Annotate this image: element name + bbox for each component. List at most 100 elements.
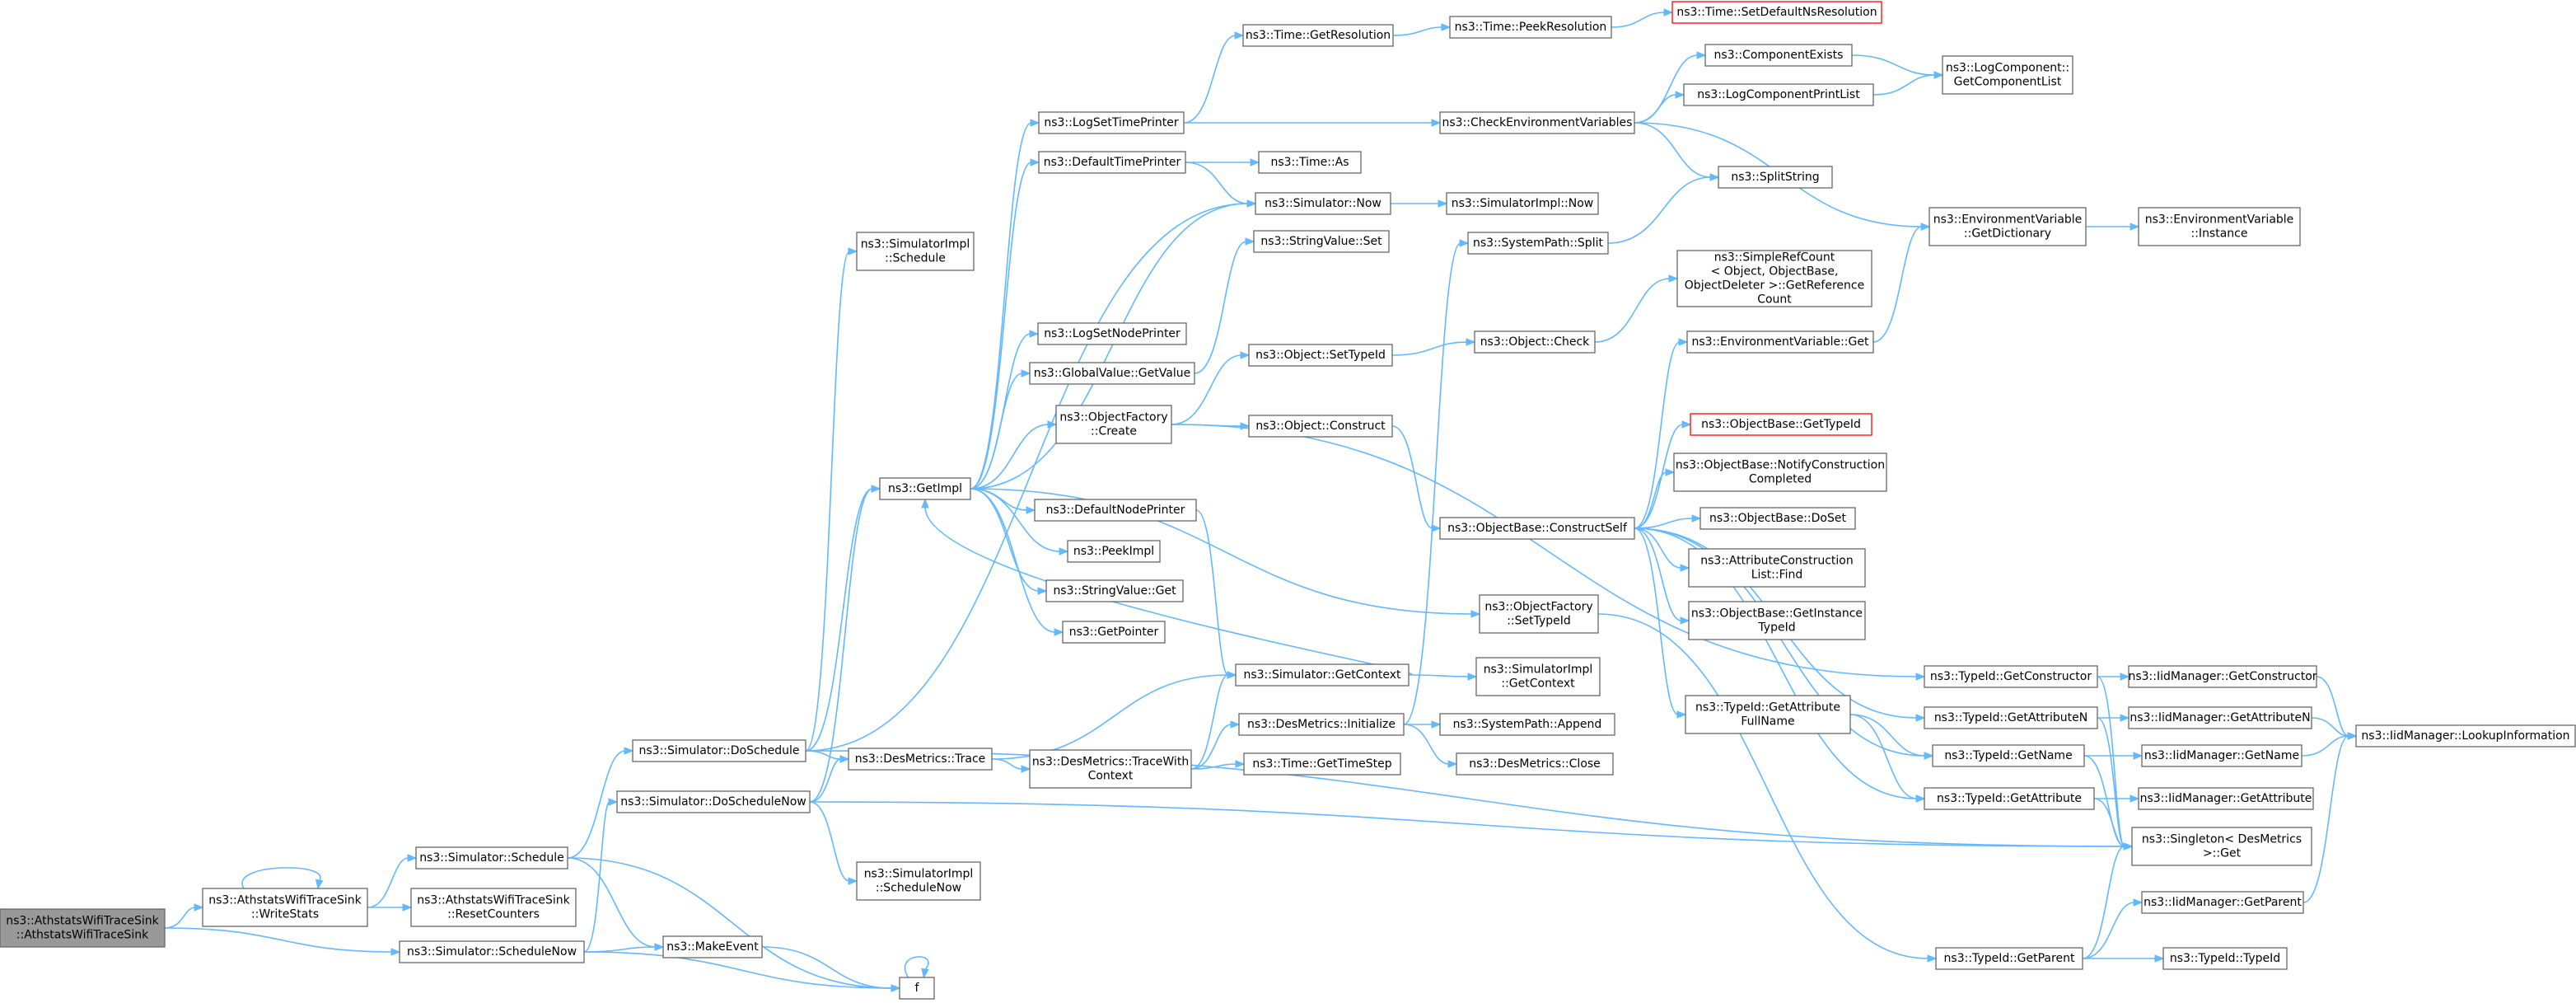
edge-simulator_now-to-simimpl_now [1391,199,1448,208]
node-time-gettimestep[interactable]: ns3::Time::GetTimeStep [1243,752,1401,776]
node-iid-getname[interactable]: ns3::IidManager::GetName [2141,744,2303,767]
node-label: ns3::Time::GetTimeStep [1252,757,1391,771]
node-getimpl[interactable]: ns3::GetImpl [879,477,971,500]
node-label: ObjectDeleter >::GetReference [1685,279,1864,293]
node-desmetrics-close[interactable]: ns3::DesMetrics::Close [1456,752,1614,776]
node-box [2355,724,2576,748]
node-globalvalue-getvalue[interactable]: ns3::GlobalValue::GetValue [1029,362,1195,385]
edge-objectbase_constructself-to-objectbase_getinstancetypeid [1634,527,1690,625]
node-splitstring[interactable]: ns3::SplitString [1718,166,1833,189]
node-iid-getconstructor[interactable]: ns3::IidManager::GetConstructor [2128,665,2317,688]
edge-line [970,373,1023,490]
edge-line [970,488,1061,552]
node-time-getresolution[interactable]: ns3::Time::GetResolution [1242,24,1394,47]
node-logcomponent-getlist[interactable]: ns3::LogComponent::GetComponentList [1942,55,2073,95]
node-typeid-typeid[interactable]: ns3::TypeId::TypeId [2162,947,2288,970]
node-schedule[interactable]: ns3::Simulator::Schedule [415,846,568,869]
node-simulator-getcontext[interactable]: ns3::Simulator::GetContext [1235,663,1410,687]
node-f[interactable]: f [899,977,935,1000]
node-peekimpl[interactable]: ns3::PeekImpl [1067,540,1161,563]
node-componentexists[interactable]: ns3::ComponentExists [1704,44,1853,67]
node-iid-lookupinformation[interactable]: ns3::IidManager::LookupInformation [2355,724,2576,748]
node-typeid-getattribute[interactable]: ns3::TypeId::GetAttribute [1924,787,2095,810]
node-stringvalue-set[interactable]: ns3::StringValue::Set [1253,230,1390,253]
node-objectfactory-settypeid[interactable]: ns3::ObjectFactory::SetTypeId [1479,594,1599,634]
node-typeid-getparent[interactable]: ns3::TypeId::GetParent [1935,947,2083,970]
node-getpointer[interactable]: ns3::GetPointer [1062,621,1166,644]
node-envvar-get[interactable]: ns3::EnvironmentVariable::Get [1686,330,1874,354]
node-object-settypeid[interactable]: ns3::Object::SetTypeId [1248,344,1393,367]
arrowhead [1029,330,1040,338]
node-iid-getattribute[interactable]: ns3::IidManager::GetAttribute [2138,787,2314,810]
node-iid-getparent[interactable]: ns3::IidManager::GetParent [2141,891,2304,914]
node-logsettimeprinter[interactable]: ns3::LogSetTimePrinter [1038,111,1185,134]
node-simimpl-schedule[interactable]: ns3::SimulatorImpl::Schedule [856,232,975,271]
node-typeid-getattributen[interactable]: ns3::TypeId::GetAttributeN [1924,706,2098,729]
arrowhead [1680,564,1690,572]
node-envvar-instance[interactable]: ns3::EnvironmentVariable::Instance [2138,207,2301,246]
node-systempath-append[interactable]: ns3::SystemPath::Append [1439,713,1615,736]
node-time-peekresolution[interactable]: ns3::Time::PeekResolution [1449,16,1612,39]
node-simulator-now[interactable]: ns3::Simulator::Now [1255,192,1391,215]
node-doschedulenow[interactable]: ns3::Simulator::DoScheduleNow [616,790,811,813]
arrowhead [1470,610,1481,618]
node-lognodeprinter[interactable]: ns3::LogSetNodePrinter [1037,322,1187,345]
node-box [1038,151,1186,174]
node-object-construct[interactable]: ns3::Object::Construct [1248,415,1393,438]
node-defaulttimeprinter[interactable]: ns3::DefaultTimePrinter [1038,151,1186,174]
node-makeevent[interactable]: ns3::MakeEvent [662,935,763,958]
node-schedulenow[interactable]: ns3::Simulator::ScheduleNow [399,940,585,963]
node-objectbase-notify[interactable]: ns3::ObjectBase::NotifyConstructionCompl… [1673,452,1887,492]
node-time-as[interactable]: ns3::Time::As [1258,151,1362,174]
edge-line [1403,724,1450,765]
edge-logcomponentprintlist-to-logcomponent_getlist [1872,71,1944,96]
node-desmetrics-trace[interactable]: ns3::DesMetrics::Trace [848,748,993,771]
node-resetcounters[interactable]: ns3::AthstatsWifiTraceSink::ResetCounter… [410,888,577,927]
node-objectbase-gettypeid[interactable]: ns3::ObjectBase::GetTypeId [1690,413,1872,436]
node-singleton-get[interactable]: ns3::Singleton< DesMetrics>::Get [2131,827,2312,866]
node-simimpl-schedulenow[interactable]: ns3::SimulatorImpl::ScheduleNow [856,861,981,901]
edge-line [809,801,850,882]
node-stringvalue-get[interactable]: ns3::StringValue::Get [1045,579,1184,602]
node-label: ns3::SystemPath::Split [1473,237,1603,250]
node-label: ns3::IidManager::GetParent [2144,896,2302,909]
node-objectfactory-create[interactable]: ns3::ObjectFactory::Create [1055,405,1172,444]
arrowhead [1227,671,1237,679]
edge-typeid_getattributen-to-iid_getattributen [2097,714,2130,722]
node-typeid-getconstructor[interactable]: ns3::TypeId::GetConstructor [1924,665,2098,688]
node-writestats[interactable]: ns3::AthstatsWifiTraceSink::WriteStats [202,888,368,927]
node-checkenv[interactable]: ns3::CheckEnvironmentVariables [1439,111,1635,134]
node-doschedule[interactable]: ns3::Simulator::DoSchedule [632,739,806,762]
node-box [1475,657,1601,696]
node-box [1255,192,1391,215]
node-box [1699,507,1856,530]
node-iid-getattributen[interactable]: ns3::IidManager::GetAttributeN [2128,706,2312,729]
arrowhead [1047,420,1058,429]
node-time-setdefaultns[interactable]: ns3::Time::SetDefaultNsResolution [1671,1,1882,24]
node-box [662,935,763,958]
node-typeid-getname[interactable]: ns3::TypeId::GetName [1932,744,2085,767]
node-simimpl-now[interactable]: ns3::SimulatorImpl::Now [1446,192,1599,215]
edge-line [1391,341,1468,356]
edge-line [164,927,393,953]
node-objectbase-constructself[interactable]: ns3::ObjectBase::ConstructSelf [1439,517,1635,540]
edge-line [1195,509,1229,676]
node-objectbase-doset[interactable]: ns3::ObjectBase::DoSet [1699,507,1856,530]
node-box [1474,330,1596,354]
node-object-check[interactable]: ns3::Object::Check [1474,330,1596,354]
arrowhead [1431,720,1442,729]
node-defaultnodeprinter[interactable]: ns3::DefaultNodePrinter [1034,499,1197,522]
node-simimpl-getcontext[interactable]: ns3::SimulatorImpl::GetContext [1475,657,1601,696]
node-systempath-split[interactable]: ns3::SystemPath::Split [1467,232,1609,255]
edge-doschedulenow-to-desmetrics_trace [809,755,850,803]
node-desmetrics-initialize[interactable]: ns3::DesMetrics::Initialize [1238,713,1405,736]
arrowhead [1663,8,1674,16]
node-envvar-getdictionary[interactable]: ns3::EnvironmentVariable::GetDictionary [1928,207,2087,246]
node-label: ns3::Object::Construct [1255,419,1386,433]
node-logcomponentprintlist[interactable]: ns3::LogComponentPrintList [1683,83,1874,106]
node-simplerefcount[interactable]: ns3::SimpleRefCount< Object, ObjectBase,… [1676,250,1872,307]
